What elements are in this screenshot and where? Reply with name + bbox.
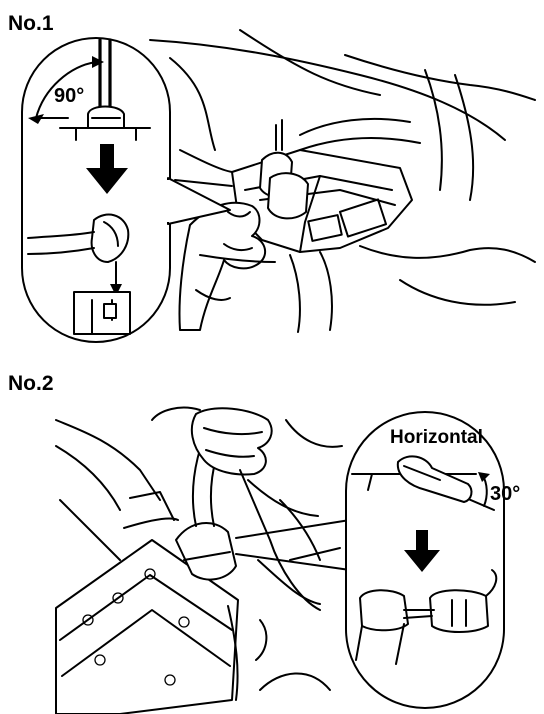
step2-label: No.2 <box>8 372 54 395</box>
angle-30-label: 30° <box>490 483 520 505</box>
step1-engine-illustration <box>149 29 536 333</box>
horizontal-reference-label: Horizontal <box>390 427 483 448</box>
angle-90-label: 90° <box>54 85 84 107</box>
step1-callout-detail: 90° <box>21 37 231 343</box>
step2-callout-detail: Horizontal 30° <box>235 411 520 709</box>
down-arrow-icon <box>86 144 128 194</box>
down-arrow-icon <box>404 530 440 572</box>
step2-engine-illustration <box>55 406 343 714</box>
step1-label: No.1 <box>8 12 54 35</box>
